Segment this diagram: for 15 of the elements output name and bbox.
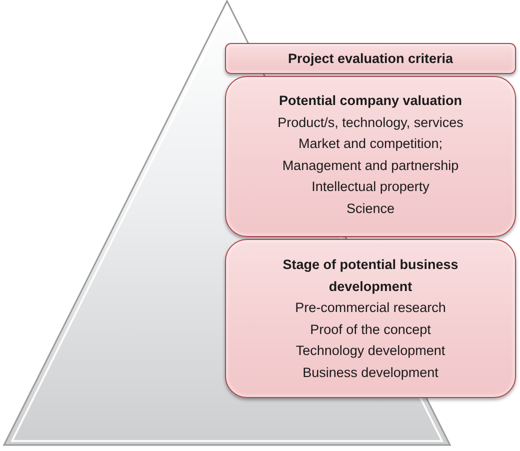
box-heading: Project evaluation criteria [288, 50, 454, 68]
criteria-item: Product/s, technology, services [278, 114, 464, 132]
criteria-item: Intellectual property [312, 178, 430, 196]
criteria-item: Science [346, 200, 395, 218]
criteria-box [225, 239, 516, 398]
criteria-item: Management and partnership [282, 156, 459, 175]
criteria-box [225, 43, 516, 74]
box-heading: Stage of potential business development [282, 256, 460, 296]
criteria-item: Technology development [296, 342, 446, 360]
criteria-item: Business development [302, 364, 438, 382]
criteria-item: Pre-commercial research [295, 299, 446, 317]
criteria-item: Proof of the concept [310, 320, 431, 339]
criteria-item: Market and competition; [298, 135, 443, 153]
criteria-box [225, 76, 516, 237]
box-heading: Potential company valuation [278, 92, 462, 110]
